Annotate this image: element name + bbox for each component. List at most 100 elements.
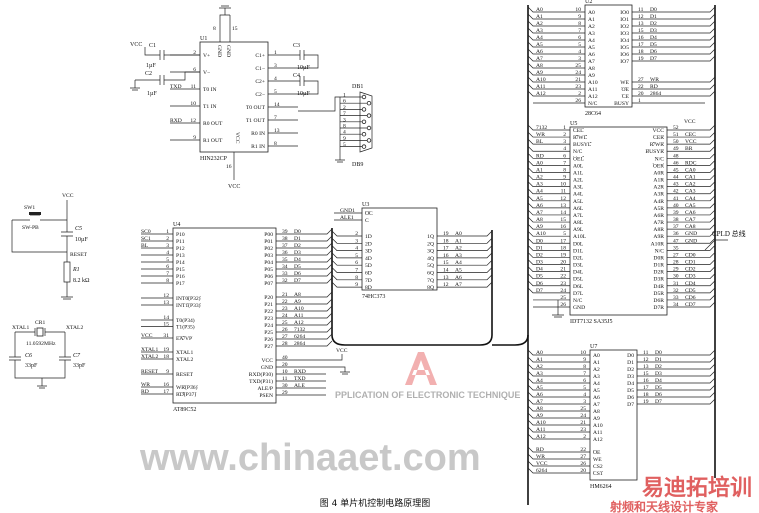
net-label: A3 — [536, 28, 543, 34]
pin-number: 1 — [166, 229, 169, 235]
pin-number: 5 — [166, 257, 169, 263]
net-label: A2 — [536, 21, 543, 27]
pin-number: 3 — [166, 243, 169, 249]
net-label: XTAL1 — [141, 347, 158, 353]
net-label: A1 — [536, 167, 543, 173]
pin-wire — [527, 153, 570, 159]
net-label: D7 — [294, 278, 301, 284]
pin-number: 43 — [673, 182, 679, 188]
pin-wire — [527, 209, 570, 216]
pin-number: 24 — [560, 288, 566, 294]
pin-wire — [637, 384, 716, 391]
pin-name: PSEN — [259, 393, 273, 399]
pin-number: 23 — [580, 427, 586, 433]
c3-value: 10µF — [297, 65, 310, 71]
pin-number: 32 — [282, 278, 288, 284]
c1-label: C1 — [149, 43, 156, 49]
pin-name: BUSYR — [645, 149, 664, 155]
pin-wire — [527, 356, 590, 363]
c3-label: C3 — [293, 43, 300, 49]
pin-name: A5 — [593, 388, 600, 394]
pin-wire — [667, 181, 716, 187]
u1-pin-16: 16 — [226, 164, 232, 170]
pin-number: 48 — [673, 153, 679, 159]
pin-name: T1 IN — [203, 104, 217, 110]
pin-u1-4: C2+4 — [255, 76, 298, 85]
pin-wire — [667, 131, 716, 138]
pin-name: GND — [573, 305, 585, 311]
db9-pin-contact — [361, 144, 367, 149]
pin-number: 16 — [443, 253, 449, 259]
pin-name: P01 — [264, 239, 273, 245]
pin-name: A5L — [573, 199, 584, 205]
pin-name: R/WR — [650, 142, 665, 148]
pin-number: 14 — [274, 102, 280, 108]
c6-value: 33pF — [25, 363, 38, 369]
pin-wire — [527, 195, 570, 202]
pin-u3-7: 6D7 — [331, 267, 372, 277]
pin-name: T1 OUT — [246, 118, 266, 124]
pin-name: P00 — [264, 232, 273, 238]
pin-number: 27 — [282, 334, 288, 340]
db9-pin: 9 — [340, 136, 372, 143]
pin-number: 2 — [578, 91, 581, 97]
pin-name: A5R — [653, 206, 664, 212]
pin-number: 30 — [282, 383, 288, 389]
net-label: VCC — [685, 139, 697, 145]
net-label: RD — [536, 153, 544, 159]
pin-number: 13 — [163, 300, 169, 306]
net-label: 7132 — [294, 327, 305, 333]
pin-u1-1: C1+1 — [255, 50, 298, 59]
pin-name: A0R — [653, 170, 664, 176]
net-label: A2 — [536, 364, 543, 370]
pin-wire — [527, 6, 585, 13]
pin-name: TXD(P31) — [249, 378, 273, 385]
pin-number: 28 — [673, 260, 679, 266]
pin-wire — [667, 245, 716, 251]
pin-number: 40 — [282, 355, 288, 361]
pin-name: D3L — [573, 263, 584, 269]
net-label: WR — [536, 454, 545, 460]
net-label: A6 — [536, 203, 543, 209]
db1-label: DB1 — [352, 84, 363, 90]
net-label: BR — [685, 146, 693, 152]
pin-wire — [276, 326, 333, 333]
net-label: D7 — [536, 288, 543, 294]
pin-number: 10 — [580, 350, 586, 356]
pin-name: V− — [203, 70, 210, 76]
pin-wire — [637, 363, 716, 370]
chip-ref: U7 — [590, 344, 597, 350]
pin-u3-9: 8D9 — [331, 281, 372, 291]
pin-name: 1D — [365, 234, 372, 240]
u1-vcc-net: VCC — [228, 184, 240, 190]
db9-pin: 6 — [340, 99, 372, 106]
pin-number: 11 — [561, 189, 567, 195]
pin-name: P21 — [264, 302, 273, 308]
xtal2-label: XTAL2 — [66, 325, 83, 331]
net-label: CA7 — [685, 217, 696, 223]
pin-wire — [637, 356, 716, 363]
pin-wire — [667, 195, 716, 202]
